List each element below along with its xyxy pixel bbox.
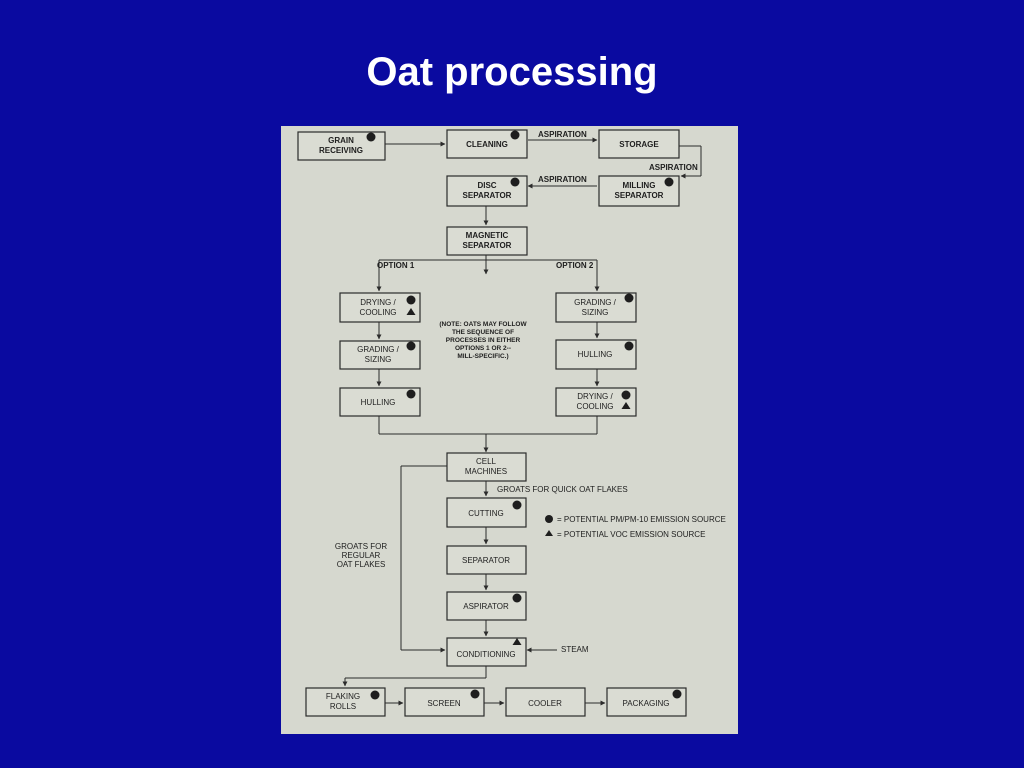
box-label-line: DISC	[477, 181, 496, 190]
box-flaking-rolls: FLAKING ROLLS	[305, 687, 386, 717]
option-2-label: OPTION 2	[556, 261, 594, 270]
box-label-line: HULLING	[361, 398, 396, 407]
groats-regular-line: REGULAR	[342, 551, 381, 560]
box-cooler: COOLER	[505, 687, 586, 717]
box-label-line: PACKAGING	[623, 699, 670, 708]
box-storage: STORAGE	[598, 129, 680, 159]
box-separator: SEPARATOR	[446, 545, 527, 575]
pm-emission-dot	[470, 689, 480, 699]
box-packaging: PACKAGING	[606, 687, 687, 717]
groats-quick-label: GROATS FOR QUICK OAT FLAKES	[497, 485, 628, 494]
groats-regular-label: GROATS FOR REGULAR OAT FLAKES	[335, 542, 388, 569]
pm-emission-dot	[406, 341, 416, 351]
pm-emission-dot	[366, 132, 376, 142]
voc-emission-triangle	[621, 402, 631, 409]
note-line: THE SEQUENCE OF	[452, 329, 514, 336]
pm-emission-dot	[664, 177, 674, 187]
legend-pm-label: = POTENTIAL PM/PM-10 EMISSION SOURCE	[557, 515, 726, 524]
box-label-line: RECEIVING	[319, 146, 363, 155]
box-label-line: GRADING /	[574, 298, 617, 307]
box-cutting: CUTTING	[446, 497, 527, 528]
box-label-line: SEPARATOR	[463, 191, 512, 200]
box-label-line: GRAIN	[328, 136, 354, 145]
box-label-line: MACHINES	[465, 467, 507, 476]
aspiration-label: ASPIRATION	[649, 163, 698, 172]
pm-emission-dot	[510, 177, 520, 187]
pm-emission-dot	[672, 689, 682, 699]
box-label-line: SEPARATOR	[462, 556, 510, 565]
box-label-line: CELL	[476, 457, 497, 466]
note-line: (NOTE: OATS MAY FOLLOW	[439, 321, 527, 328]
box-label-line: CONDITIONING	[456, 650, 515, 659]
note-line: PROCESSES IN EITHER	[446, 337, 521, 344]
groats-regular-line: GROATS FOR	[335, 542, 388, 551]
box-drying-cooling-2: DRYING / COOLING	[555, 387, 637, 417]
legend-voc-label: = POTENTIAL VOC EMISSION SOURCE	[557, 530, 705, 539]
box-screen: SCREEN	[404, 687, 485, 717]
box-grading-sizing-1: GRADING / SIZING	[339, 340, 421, 370]
note-line: MILL-SPECIFIC.)	[457, 353, 508, 360]
box-label-line: SIZING	[582, 308, 609, 317]
voc-legend-triangle	[545, 530, 553, 536]
flowchart-figure: GRAIN RECEIVING CLEANING STORAGE MILLING…	[281, 126, 738, 734]
box-label-line: GRADING /	[357, 345, 400, 354]
pm-emission-dot	[512, 593, 522, 603]
flowchart: GRAIN RECEIVING CLEANING STORAGE MILLING…	[297, 129, 726, 717]
voc-emission-triangle	[512, 638, 522, 645]
box-aspirator: ASPIRATOR	[446, 591, 527, 621]
note-text: (NOTE: OATS MAY FOLLOW THE SEQUENCE OF P…	[439, 321, 527, 360]
box-label-line: MILLING	[623, 181, 656, 190]
box-label-line: COOLING	[577, 402, 614, 411]
box-label-line: SEPARATOR	[463, 241, 512, 250]
box-label-line: COOLER	[528, 699, 562, 708]
box-label-line: HULLING	[578, 350, 613, 359]
box-conditioning: CONDITIONING	[446, 637, 527, 667]
aspiration-label: ASPIRATION	[538, 130, 587, 139]
box-label-line: ASPIRATOR	[463, 602, 509, 611]
box-grain-receiving: GRAIN RECEIVING	[297, 131, 386, 161]
box-grading-sizing-2: GRADING / SIZING	[555, 292, 637, 323]
pm-emission-dot	[621, 390, 631, 400]
box-label-line: SCREEN	[427, 699, 461, 708]
box-cleaning: CLEANING	[446, 129, 528, 159]
pm-emission-dot	[624, 293, 634, 303]
box-drying-cooling-1: DRYING / COOLING	[339, 292, 421, 323]
box-label-line: MAGNETIC	[466, 231, 509, 240]
pm-emission-dot	[624, 341, 634, 351]
box-milling-separator: MILLING SEPARATOR	[598, 175, 680, 207]
note-line: OPTIONS 1 OR 2--	[455, 345, 511, 352]
pm-emission-dot	[370, 690, 380, 700]
pm-legend-dot	[545, 515, 553, 523]
box-label-line: CLEANING	[466, 140, 508, 149]
box-hulling-1: HULLING	[339, 387, 421, 417]
box-magnetic-separator: MAGNETIC SEPARATOR	[446, 226, 528, 256]
box-label-line: DRYING /	[360, 298, 396, 307]
voc-emission-triangle	[406, 308, 416, 315]
pm-emission-dot	[406, 389, 416, 399]
legend: = POTENTIAL PM/PM-10 EMISSION SOURCE = P…	[545, 515, 726, 539]
box-label-line: ROLLS	[330, 702, 356, 711]
connectors	[342, 137, 702, 706]
box-label-line: DRYING /	[577, 392, 613, 401]
groats-regular-line: OAT FLAKES	[337, 560, 386, 569]
steam-label: STEAM	[561, 645, 589, 654]
box-label-line: SEPARATOR	[615, 191, 664, 200]
aspiration-label: ASPIRATION	[538, 175, 587, 184]
box-disc-separator: DISC SEPARATOR	[446, 175, 528, 207]
box-label-line: SIZING	[365, 355, 392, 364]
box-label-line: FLAKING	[326, 692, 360, 701]
pm-emission-dot	[406, 295, 416, 305]
page-title: Oat processing	[366, 50, 658, 94]
box-label-line: CUTTING	[468, 509, 504, 518]
box-cell-machines: CELL MACHINES	[446, 452, 527, 482]
option-1-label: OPTION 1	[377, 261, 415, 270]
box-label-line: STORAGE	[619, 140, 659, 149]
box-hulling-2: HULLING	[555, 339, 637, 370]
pm-emission-dot	[512, 500, 522, 510]
box-label-line: COOLING	[360, 308, 397, 317]
pm-emission-dot	[510, 130, 520, 140]
